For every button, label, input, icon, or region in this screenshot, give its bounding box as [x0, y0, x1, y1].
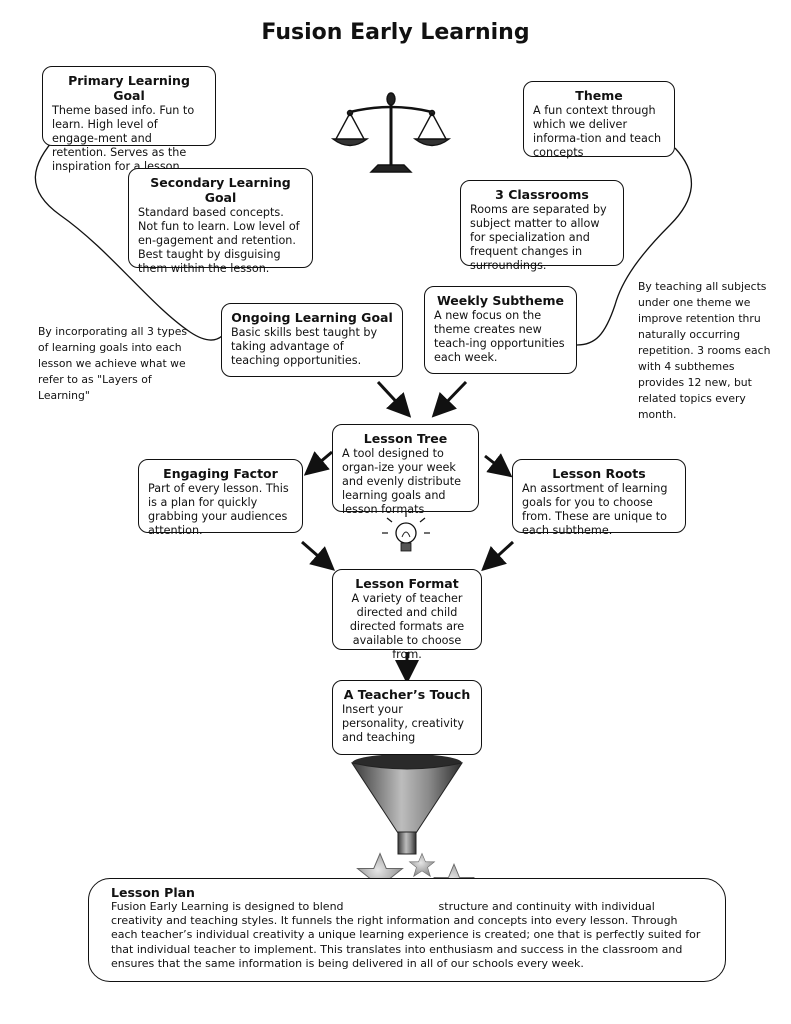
arrow-roots-to-format: [481, 540, 515, 572]
primary-learning-goal-text: Theme based info. Fun to learn. High lev…: [52, 104, 195, 173]
teachers-touch-text: Insert your personality, creativity and …: [342, 703, 465, 744]
right-connector: [576, 147, 692, 346]
primary-learning-goal-box: Primary Learning Goal Theme based info. …: [42, 66, 216, 173]
secondary-learning-goal-text: Standard based concepts. Not fun to lear…: [138, 206, 300, 275]
arrow-tree-to-engaging: [303, 450, 333, 476]
arrow-tree-to-roots: [484, 453, 513, 478]
scale-icon: [330, 92, 452, 173]
lesson-format-text: A variety of teacher directed and child …: [349, 592, 465, 661]
lesson-plan-heading: Lesson Plan: [111, 885, 195, 900]
primary-learning-goal-heading: Primary Learning Goal: [68, 73, 190, 103]
teachers-touch-box: A Teacher’s Touch Insert your personalit…: [332, 680, 482, 755]
engaging-factor-text: Part of every lesson. This is a plan for…: [148, 482, 289, 537]
right-note: By teaching all subjects under one theme…: [638, 280, 771, 421]
lesson-plan-text-a: Fusion Early Learning is designed to ble…: [111, 900, 344, 913]
secondary-learning-goal-heading: Secondary Learning Goal: [150, 175, 291, 205]
lesson-plan-box: Lesson Plan Fusion Early Learning is des…: [88, 878, 726, 982]
funnel-icon: [350, 754, 464, 855]
theme-heading: Theme: [575, 88, 623, 103]
weekly-subtheme-box: Weekly Subtheme A new focus on the theme…: [424, 286, 577, 374]
lesson-roots-text: An assortment of learning goals for you …: [522, 482, 668, 537]
classrooms-box: 3 Classrooms Rooms are separated by subj…: [460, 180, 624, 272]
lesson-roots-heading: Lesson Roots: [552, 466, 646, 481]
arrow-engaging-to-format: [301, 540, 336, 571]
weekly-subtheme-text: A new focus on the theme creates new tea…: [434, 309, 565, 364]
engaging-factor-box: Engaging Factor Part of every lesson. Th…: [138, 459, 303, 537]
theme-text: A fun context through which we deliver i…: [533, 104, 662, 159]
weekly-subtheme-heading: Weekly Subtheme: [436, 293, 565, 308]
classrooms-text: Rooms are separated by subject matter to…: [470, 203, 607, 272]
ongoing-learning-goal-box: Ongoing Learning Goal Basic skills best …: [221, 303, 403, 377]
classrooms-heading: 3 Classrooms: [495, 187, 589, 202]
secondary-learning-goal-box: Secondary Learning Goal Standard based c…: [128, 168, 313, 275]
theme-box: Theme A fun context through which we del…: [523, 81, 675, 159]
ongoing-learning-goal-heading: Ongoing Learning Goal: [231, 310, 393, 325]
lesson-format-heading: Lesson Format: [355, 576, 459, 591]
lesson-roots-box: Lesson Roots An assortment of learning g…: [512, 459, 686, 537]
lesson-format-box: Lesson Format A variety of teacher direc…: [332, 569, 482, 661]
lightbulb-icon: [382, 511, 430, 552]
engaging-factor-heading: Engaging Factor: [163, 466, 278, 481]
arrow-ongoing-to-tree: [376, 380, 412, 418]
arrow-subtheme-to-tree: [431, 380, 468, 418]
lesson-plan-text-b: structure and continuity with individual…: [111, 900, 701, 970]
left-note: By incorporating all 3 types of learning…: [38, 325, 188, 402]
lesson-tree-text: A tool designed to organ-ize your week a…: [342, 447, 461, 516]
lesson-plan-text: Fusion Early Learning is designed to ble…: [111, 900, 703, 971]
lesson-tree-heading: Lesson Tree: [363, 431, 448, 446]
star-icon-small: [408, 852, 436, 878]
page-title: Fusion Early Learning: [261, 20, 530, 45]
left-connector: [34, 134, 223, 341]
teachers-touch-heading: A Teacher’s Touch: [343, 687, 471, 702]
ongoing-learning-goal-text: Basic skills best taught by taking advan…: [231, 326, 378, 367]
lesson-tree-box: Lesson Tree A tool designed to organ-ize…: [332, 424, 479, 516]
